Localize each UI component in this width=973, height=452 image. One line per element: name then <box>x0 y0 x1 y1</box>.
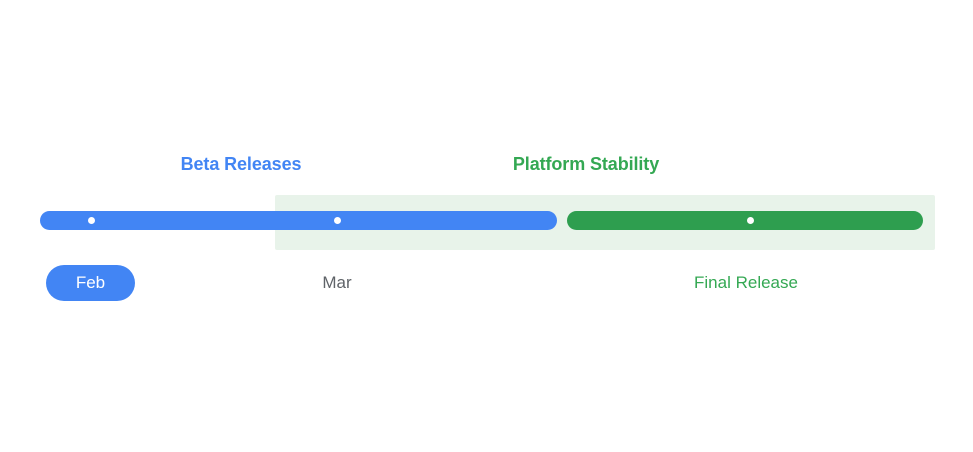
axis-label-final-release[interactable]: Final Release <box>694 273 798 292</box>
month-pill-feb[interactable]: Feb <box>46 265 135 301</box>
milestone-dot-2[interactable] <box>333 217 341 224</box>
milestone-dot-3[interactable] <box>746 217 754 224</box>
axis-label-mar[interactable]: Mar <box>322 273 352 292</box>
milestone-dot-1[interactable] <box>87 217 95 224</box>
timeline-bar-platform-stability[interactable] <box>567 211 923 230</box>
phase-label-beta-releases: Beta Releases <box>180 154 302 174</box>
phase-label-platform-stability: Platform Stability <box>512 154 660 174</box>
timeline-bar-beta-releases[interactable] <box>40 211 557 230</box>
